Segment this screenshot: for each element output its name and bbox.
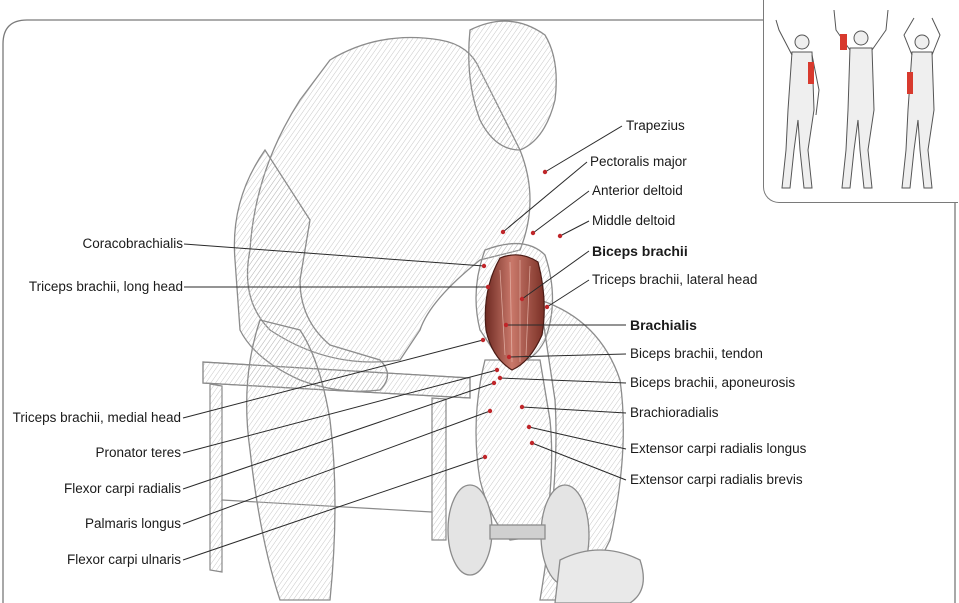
label-ecr-brevis: Extensor carpi radialis brevis	[630, 472, 803, 487]
label-pectoralis-major: Pectoralis major	[590, 154, 687, 169]
leader-line-palmaris-longus	[182, 410, 491, 525]
label-palmaris-longus: Palmaris longus	[84, 516, 181, 531]
leader-line-anterior-deltoid	[532, 190, 590, 234]
leader-dot-triceps-medial-head	[480, 337, 486, 343]
label-triceps-long-head: Triceps brachii, long head	[28, 279, 183, 294]
label-anterior-deltoid: Anterior deltoid	[592, 183, 683, 198]
leader-line-flexor-carpi-radialis	[182, 382, 495, 490]
leader-line-ecr-brevis	[531, 442, 627, 481]
label-middle-deltoid: Middle deltoid	[592, 213, 676, 228]
label-trapezius: Trapezius	[626, 118, 685, 133]
leader-dot-anterior-deltoid	[530, 230, 536, 236]
leader-line-biceps-aponeurosis	[499, 377, 627, 384]
label-brachioradialis: Brachioradialis	[630, 405, 719, 420]
leader-line-brachioradialis	[521, 406, 627, 414]
diagram-frame	[2, 19, 763, 603]
leader-dot-biceps-aponeurosis	[497, 375, 503, 381]
athlete-figure	[233, 20, 644, 603]
leader-dot-pectoralis-major	[500, 229, 506, 235]
leader-dot-ecr-brevis	[529, 440, 535, 446]
leader-lines	[182, 125, 627, 561]
inset-figure-front	[833, 9, 889, 189]
leader-line-biceps-brachii	[521, 250, 590, 300]
leader-dot-biceps-brachii	[519, 296, 525, 302]
leader-dot-biceps-tendon	[506, 354, 512, 360]
leader-dot-triceps-lateral-head	[544, 304, 550, 310]
label-coracobrachialis: Coracobrachialis	[82, 236, 183, 251]
leader-line-flexor-carpi-ulnaris	[182, 456, 486, 561]
leader-dot-ecr-longus	[526, 424, 532, 430]
leader-dot-flexor-carpi-ulnaris	[482, 454, 488, 460]
leader-dot-flexor-carpi-radialis	[491, 380, 497, 386]
leader-line-trapezius	[544, 125, 623, 173]
inset-figures	[775, 9, 941, 189]
biceps-fibers	[499, 260, 531, 363]
leader-dot-palmaris-longus	[487, 408, 493, 414]
label-flexor-carpi-ulnaris: Flexor carpi ulnaris	[66, 552, 181, 567]
label-triceps-lateral-head: Triceps brachii, lateral head	[592, 272, 758, 287]
label-biceps-brachii: Biceps brachii	[592, 243, 688, 259]
leader-dot-triceps-long-head	[485, 284, 491, 290]
leader-dot-trapezius	[542, 169, 548, 175]
label-biceps-tendon: Biceps brachii, tendon	[630, 346, 763, 361]
leader-dot-brachialis	[503, 322, 509, 328]
leader-line-triceps-medial-head	[182, 339, 484, 419]
leader-dot-middle-deltoid	[557, 233, 563, 239]
leader-line-ecr-longus	[528, 426, 627, 450]
leader-line-middle-deltoid	[559, 220, 590, 237]
label-biceps-aponeurosis: Biceps brachii, aponeurosis	[630, 375, 796, 390]
inset-figure-side	[901, 17, 941, 189]
leader-line-coracobrachialis	[183, 243, 485, 267]
leader-line-triceps-lateral-head	[546, 279, 590, 308]
leader-dot-brachioradialis	[519, 404, 525, 410]
leader-line-pectoralis-major	[502, 161, 588, 233]
label-ecr-longus: Extensor carpi radialis longus	[630, 441, 807, 456]
label-triceps-medial-head: Triceps brachii, medial head	[12, 410, 181, 425]
label-flexor-carpi-radialis: Flexor carpi radialis	[63, 481, 181, 496]
label-pronator-teres: Pronator teres	[95, 445, 181, 460]
inset-figure-back	[775, 19, 820, 189]
leader-dot-coracobrachialis	[481, 263, 487, 269]
leader-dot-pronator-teres	[494, 367, 500, 373]
leader-line-biceps-tendon	[508, 353, 627, 358]
inset-panel	[763, 0, 958, 203]
leader-line-pronator-teres	[182, 369, 498, 454]
label-brachialis: Brachialis	[630, 317, 697, 333]
